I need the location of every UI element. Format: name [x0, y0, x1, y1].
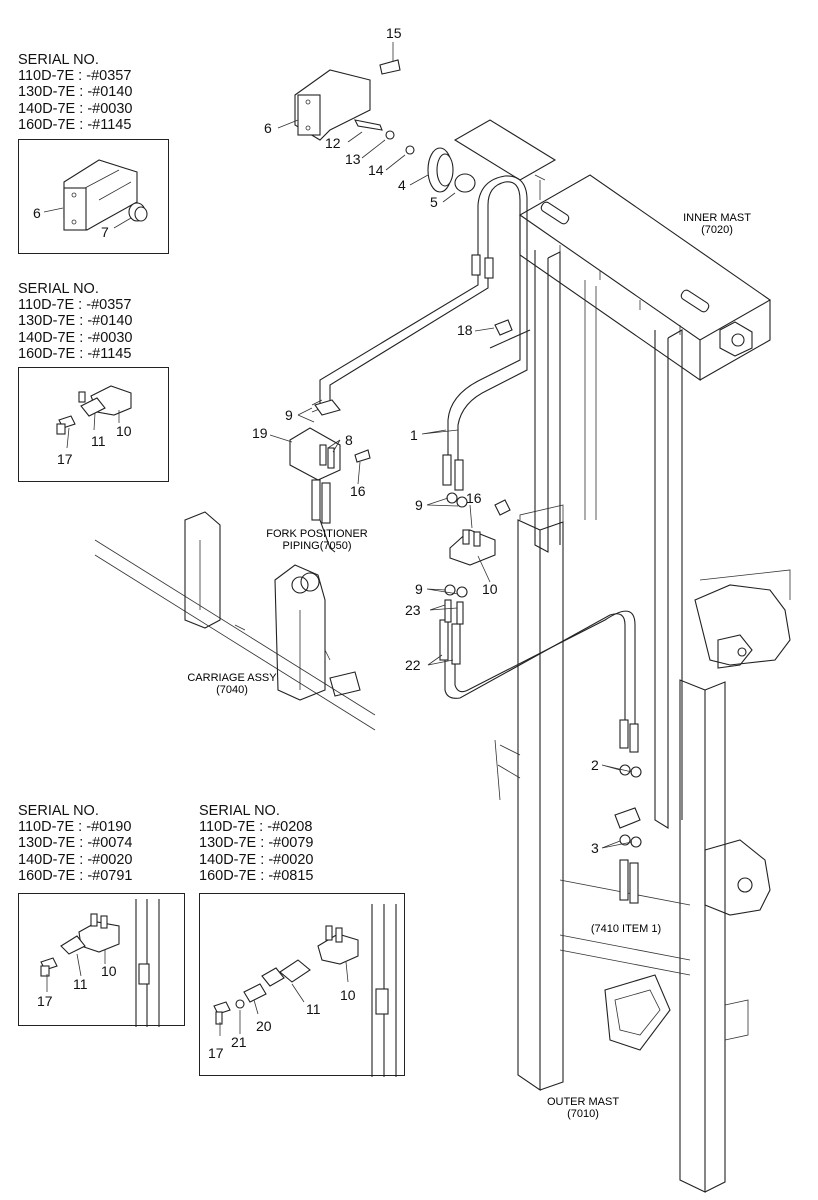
inset4-callout-17: 17: [208, 1045, 224, 1061]
inner-mast: [453, 119, 772, 829]
fittings-lower: [614, 764, 642, 904]
serial-line: 130D-7E : -#0140: [18, 84, 133, 101]
serial-line: 160D-7E : -#0815: [199, 867, 314, 884]
inset4-callout-10: 10: [340, 987, 356, 1003]
serial-heading: SERIAL NO.: [18, 281, 99, 297]
inset3-callout-10: 10: [101, 963, 117, 979]
carriage-label: CARRIAGE ASSY: [187, 672, 277, 684]
callout-15: 15: [386, 25, 402, 41]
outer-mast-label: OUTER MAST: [547, 1096, 619, 1108]
callout-23: 23: [405, 602, 421, 618]
right-plates: [694, 569, 791, 916]
inset-box-1: 6 7: [18, 139, 169, 254]
serial-line: 140D-7E : -#0030: [18, 100, 133, 117]
hose-22: [439, 610, 639, 753]
inset2-callout-11: 11: [91, 433, 106, 449]
bracket-19: [289, 399, 371, 553]
callout-1: 1: [410, 427, 418, 443]
inset3-callout-11: 11: [73, 976, 88, 992]
callout-3: 3: [591, 840, 599, 856]
serial-block-3: SERIAL NO. 110D-7E : -#0190 130D-7E : -#…: [18, 803, 132, 884]
serial-line: 160D-7E : -#1145: [18, 345, 132, 362]
assembly-labels: INNER MAST (7020) FORK POSITIONER PIPING…: [187, 212, 751, 1120]
clamp-18: [489, 319, 531, 349]
carriage-code: (7040): [216, 684, 248, 696]
inner-mast-label: INNER MAST: [683, 212, 751, 224]
callout-16-a: 16: [350, 483, 366, 499]
inset2-callout-10: 10: [116, 423, 132, 439]
callout-9-c: 9: [415, 581, 423, 597]
fork-positioner-label: FORK POSITIONER: [266, 528, 368, 540]
leader-lines: [269, 42, 633, 849]
pulley-assembly: [294, 59, 476, 193]
item-ref-label: (7410 ITEM 1): [591, 923, 661, 935]
callout-14: 14: [368, 162, 384, 178]
inset1-callout-7: 7: [101, 224, 109, 240]
callout-13: 13: [345, 151, 361, 167]
callout-2: 2: [591, 757, 599, 773]
callout-19: 19: [252, 425, 268, 441]
inset1-callout-6: 6: [33, 205, 41, 221]
serial-line: 110D-7E : -#0208: [199, 819, 313, 836]
serial-line: 130D-7E : -#0079: [199, 835, 314, 852]
inset-box-2: 17 11 10: [18, 367, 169, 482]
serial-block-2: SERIAL NO. 110D-7E : -#0357 130D-7E : -#…: [18, 281, 132, 362]
callouts-main: 15 6 12 13 14 4 5 18 9 8 19 16 1 9 16 10…: [252, 25, 599, 856]
callout-12: 12: [325, 135, 341, 151]
serial-block-1: SERIAL NO. 110D-7E : -#0357 130D-7E : -#…: [18, 52, 132, 133]
serial-line: 140D-7E : -#0030: [18, 329, 133, 346]
inset4-callout-21: 21: [231, 1034, 247, 1050]
callout-6: 6: [264, 120, 272, 136]
callout-8: 8: [345, 432, 353, 448]
inset2-callout-17: 17: [57, 451, 73, 467]
inset4-callout-11: 11: [306, 1001, 321, 1017]
callout-9-b: 9: [415, 497, 423, 513]
callout-4: 4: [398, 177, 406, 193]
callout-5: 5: [430, 194, 438, 210]
fork-positioner-code: PIPING(7050): [282, 540, 351, 552]
outer-mast: [494, 504, 749, 1193]
serial-line: 110D-7E : -#0357: [18, 297, 132, 314]
serial-line: 130D-7E : -#0074: [18, 835, 133, 852]
serial-block-4: SERIAL NO. 110D-7E : -#0208 130D-7E : -#…: [199, 803, 313, 884]
serial-line: 140D-7E : -#0020: [18, 851, 133, 868]
serial-line: 140D-7E : -#0020: [199, 851, 314, 868]
serial-heading: SERIAL NO.: [18, 803, 99, 819]
inset3-callout-17: 17: [37, 993, 53, 1009]
clamp-center: [444, 492, 511, 625]
callout-22: 22: [405, 657, 421, 673]
serial-line: 110D-7E : -#0357: [18, 68, 132, 85]
carriage-assy: [94, 511, 376, 731]
callout-10: 10: [482, 581, 498, 597]
callout-18: 18: [457, 322, 473, 338]
serial-line: 110D-7E : -#0190: [18, 819, 132, 836]
outer-mast-code: (7010): [567, 1108, 599, 1120]
serial-line: 160D-7E : -#0791: [18, 867, 133, 884]
hose-1: [319, 175, 528, 491]
inner-mast-code: (7020): [701, 224, 733, 236]
inset-box-4: 17 21 20 11 10: [199, 893, 405, 1077]
inset4-callout-20: 20: [256, 1018, 272, 1034]
serial-line: 130D-7E : -#0140: [18, 313, 133, 330]
serial-heading: SERIAL NO.: [18, 52, 99, 68]
callout-9-a: 9: [285, 407, 293, 423]
inset-box-3: 17 11 10: [18, 893, 185, 1027]
serial-line: 160D-7E : -#1145: [18, 116, 132, 133]
callout-16-b: 16: [466, 490, 482, 506]
serial-heading: SERIAL NO.: [199, 803, 280, 819]
